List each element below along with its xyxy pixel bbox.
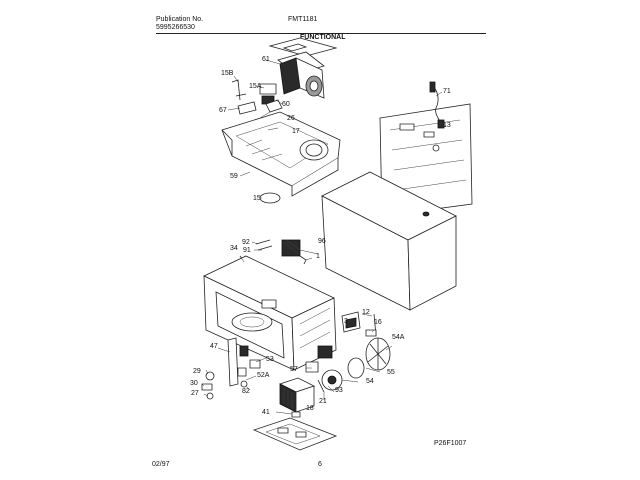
header-rule (156, 33, 486, 34)
callout-1: 1 (316, 253, 320, 260)
bottom-plate (254, 412, 336, 450)
figure-code: P26F1007 (434, 440, 467, 447)
callout-17: 17 (292, 128, 300, 135)
callout-30: 30 (190, 380, 198, 387)
leader-lines (202, 60, 446, 414)
callout-21: 21 (319, 398, 327, 405)
callout-71: 71 (443, 88, 451, 95)
callout-27: 27 (191, 390, 199, 397)
callout-54: 54 (366, 378, 374, 385)
callout-34: 34 (230, 245, 238, 252)
page-number: 6 (318, 461, 322, 468)
callout-16: 16 (374, 319, 382, 326)
callout-96: 96 (318, 238, 326, 245)
blower-motor-assembly (270, 38, 336, 98)
callout-15b: 15B (221, 70, 234, 77)
callout-26: 26 (287, 115, 295, 122)
base-plate (222, 112, 340, 196)
callout-29: 29 (193, 368, 201, 375)
callout-53: 53 (266, 356, 274, 363)
callout-15a: 15A (249, 83, 262, 90)
callout-52a: 52A (257, 372, 270, 379)
callout-60: 60 (282, 101, 290, 108)
callout-47: 47 (210, 343, 218, 350)
transformer (280, 378, 314, 412)
publication-label: Publication No. (156, 16, 204, 23)
oven-cavity (204, 256, 336, 370)
outer-cabinet (322, 172, 456, 310)
part-15-ring (260, 193, 280, 203)
cooling-fan-parts (322, 312, 390, 390)
callout-3: 3 (344, 318, 348, 325)
callout-18: 18 (306, 405, 314, 412)
callout-55: 55 (387, 369, 395, 376)
callout-54a: 54A (392, 334, 405, 341)
callout-67: 67 (219, 107, 227, 114)
callout-61: 61 (262, 56, 270, 63)
back-panel (380, 82, 472, 216)
callout-12: 12 (362, 309, 370, 316)
callout-13: 13 (443, 122, 451, 129)
publication-number: 5995266530 (156, 24, 195, 31)
callout-92: 92 (242, 239, 250, 246)
electrical-parts (202, 338, 332, 399)
callout-41: 41 (262, 409, 270, 416)
callout-82: 82 (242, 388, 250, 395)
section-title: FUNCTIONAL (300, 34, 346, 41)
callout-91: 91 (243, 247, 251, 254)
callout-15: 15 (253, 195, 261, 202)
model-number: FMT1181 (288, 16, 318, 23)
issue-date: 02/97 (152, 461, 170, 468)
callout-59: 59 (230, 173, 238, 180)
callout-57: 57 (290, 366, 298, 373)
callout-93: 93 (335, 387, 343, 394)
